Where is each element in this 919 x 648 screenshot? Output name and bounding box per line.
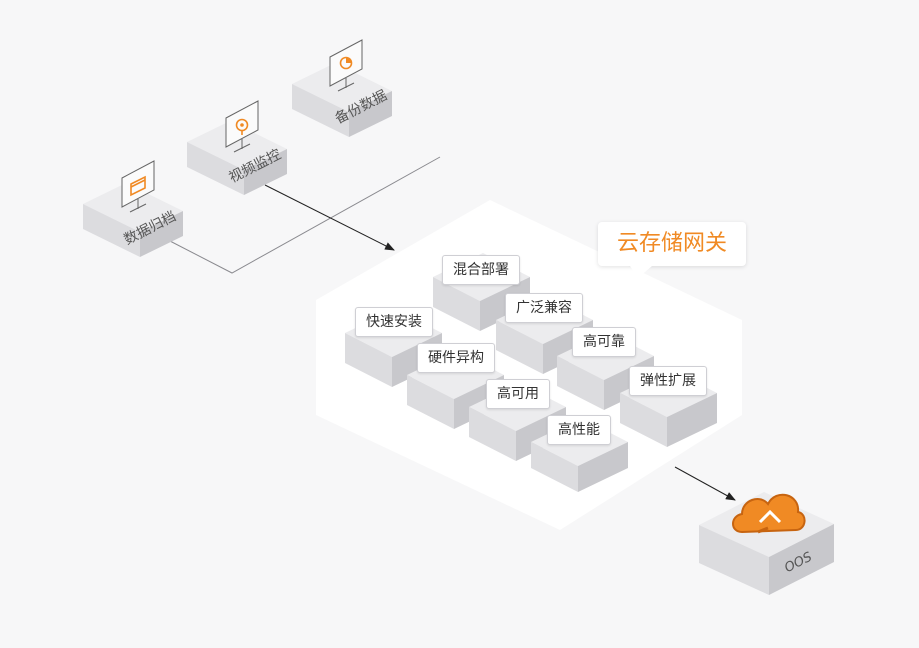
feature-label: 高可用: [486, 379, 550, 409]
feature-label: 弹性扩展: [629, 366, 707, 396]
feature-label: 高可靠: [572, 327, 636, 357]
feature-label: 快速安装: [355, 307, 433, 337]
source-box-video: 视频监控: [187, 121, 287, 195]
connector-arrow-oos: [674, 466, 736, 501]
pie-chart-icon: [339, 56, 353, 70]
cloud-sync-icon: [732, 493, 806, 534]
feature-label: 硬件异构: [417, 343, 495, 373]
connector-line: [167, 156, 441, 274]
feature-label: 广泛兼容: [505, 293, 583, 323]
feature-label: 高性能: [547, 415, 611, 445]
camera-icon: [235, 118, 249, 135]
source-box-archive: 数据归档: [83, 183, 183, 257]
folder-icon: [130, 175, 146, 197]
feature-label: 混合部署: [442, 255, 520, 285]
source-box-backup: 备份数据: [292, 63, 392, 137]
gateway-title: 云存储网关: [598, 222, 746, 278]
connector-arrow: [264, 184, 395, 251]
